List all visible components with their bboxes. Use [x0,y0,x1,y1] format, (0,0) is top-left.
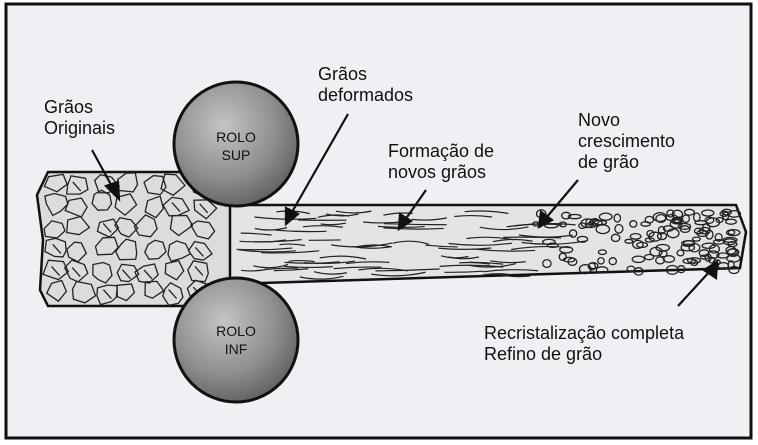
label-deformed-grains: Grãos deformados [318,64,413,106]
label-original-grains: Grãos Originais [44,97,115,139]
lower-roll-label: ROLO INF [201,322,271,358]
upper-roll-label-line-2: SUP [201,146,271,164]
label-new-grain-growth-line-1: Novo [578,110,675,131]
label-complete-recrystallization: Recristalização completa Refino de grão [484,323,684,365]
label-original-grains-line-1: Grãos [44,97,115,118]
lower-roll-label-line-2: INF [201,340,271,358]
label-new-grain-growth-line-3: de grão [578,152,675,173]
lower-roll-label-line-1: ROLO [201,322,271,340]
label-deformed-grains-line-1: Grãos [318,64,413,85]
upper-roll-label: ROLO SUP [201,128,271,164]
label-original-grains-line-2: Originais [44,118,115,139]
label-complete-recrystallization-line-1: Recristalização completa [484,323,684,344]
label-new-grain-formation-line-2: novos grãos [388,162,494,183]
label-new-grain-formation-line-1: Formação de [388,141,494,162]
label-new-grain-growth: Novo crescimento de grão [578,110,675,173]
upper-roll-label-line-1: ROLO [201,128,271,146]
label-complete-recrystallization-line-2: Refino de grão [484,344,684,365]
label-new-grain-formation: Formação de novos grãos [388,141,494,183]
label-deformed-grains-line-2: deformados [318,85,413,106]
label-new-grain-growth-line-2: crescimento [578,131,675,152]
